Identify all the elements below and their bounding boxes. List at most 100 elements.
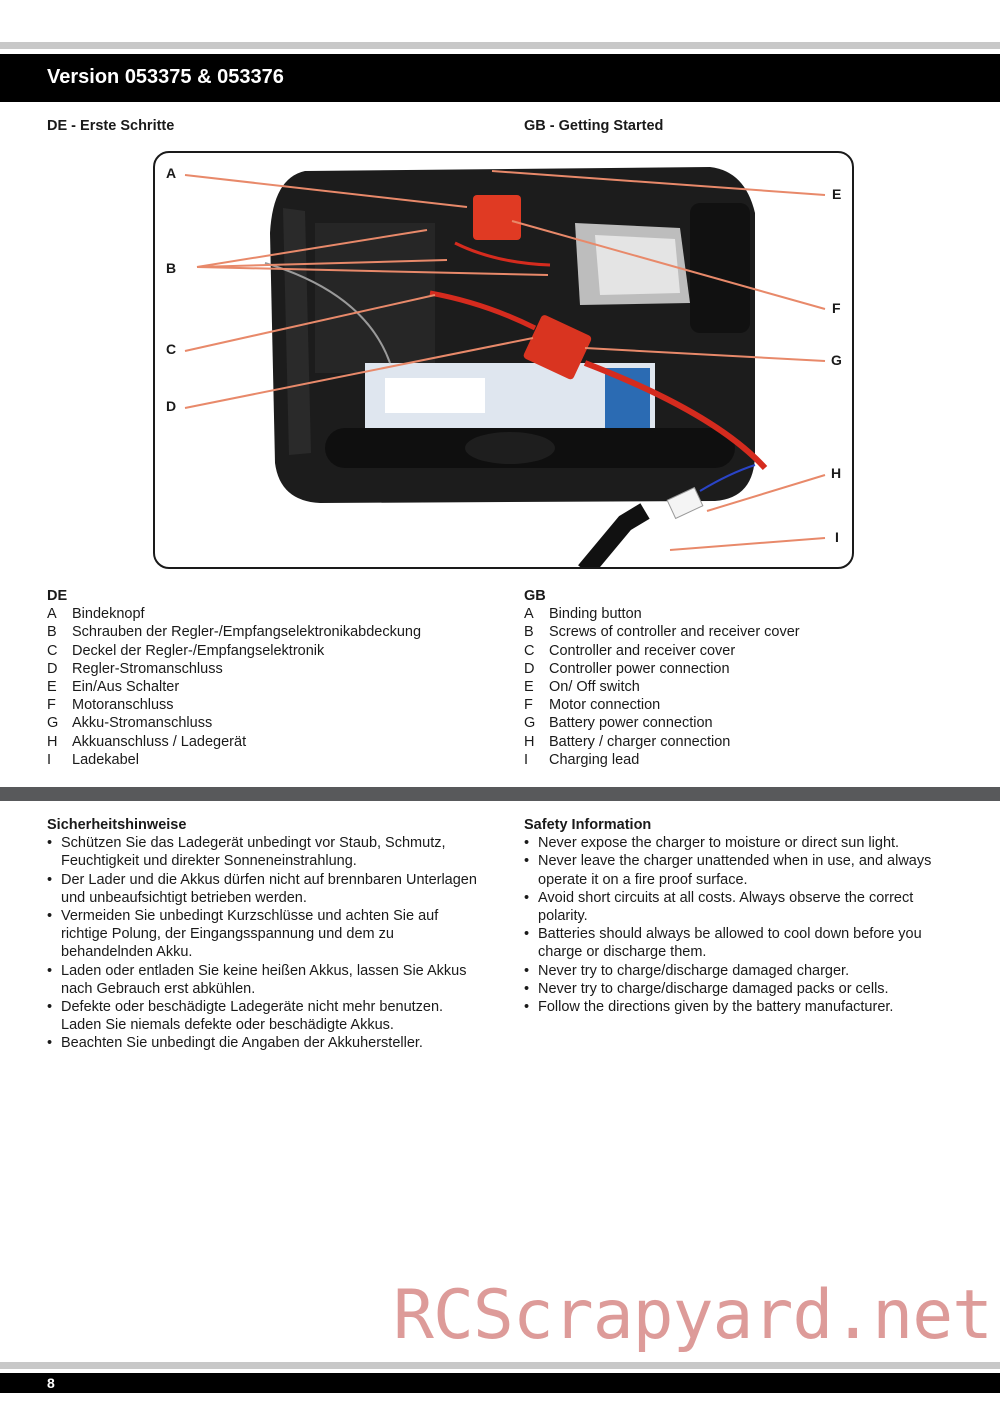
leader-line-e [491,170,826,196]
legend-text: Controller power connection [549,660,730,677]
legend-gb-row: D Controller power connection [524,660,800,678]
bottom-rule [0,1362,1000,1369]
charging-lead-shape [578,503,650,567]
leader-line-f [511,220,826,310]
legend-letter: E [47,679,57,696]
safety-item: Avoid short circuits at all costs. Alway… [524,889,964,925]
safety-item: Never expose the charger to moisture or … [524,834,964,852]
legend-de-row: D Regler-Stromanschluss [47,660,421,678]
legend-letter: G [524,715,536,732]
callout-b: B [166,260,177,276]
legend-letter: G [47,715,59,732]
safety-item: Beachten Sie unbedingt die Angaben der A… [47,1034,477,1052]
legend-text: Regler-Stromanschluss [72,660,223,677]
legend-de-row: C Deckel der Regler-/Empfangselektronik [47,642,421,660]
legend-gb-title: GB [524,588,546,604]
balance-plug-shape [666,486,704,520]
strap-buckle-shape [465,432,555,464]
safety-de-list: Schützen Sie das Ladegerät unbedingt vor… [47,834,477,1053]
legend-text: Battery / charger connection [549,733,731,750]
product-photo-figure [153,151,854,569]
legend-letter: F [47,697,56,714]
leader-line-i [669,537,826,551]
legend-letter: E [524,679,534,696]
legend-gb-row: B Screws of controller and receiver cover [524,623,800,641]
legend-text: Battery power connection [549,715,713,732]
leader-line-b1 [196,229,428,268]
legend-text: Deckel der Regler-/Empfangselektronik [72,642,325,659]
legend-de-row: F Motoranschluss [47,696,421,714]
legend-letter: F [524,697,533,714]
legend-text: Bindeknopf [72,606,145,623]
receiver-cover-shape [315,223,435,373]
safety-item: Schützen Sie das Ladegerät unbedingt vor… [47,834,477,870]
balance-wire-shape [699,464,756,492]
header-bar [0,54,1000,102]
safety-item: Der Lader und die Akkus dürfen nicht auf… [47,871,477,907]
red-wire-shape [429,290,537,331]
legend-text: Screws of controller and receiver cover [549,624,800,641]
leader-line-a [184,174,468,208]
leader-line-d [184,337,534,409]
safety-item: Defekte oder beschädigte Ladegeräte nich… [47,998,477,1034]
safety-item: Laden oder entladen Sie keine heißen Akk… [47,962,477,998]
callout-d: D [166,398,177,414]
safety-item: Follow the directions given by the batte… [524,998,964,1016]
callout-e: E [832,186,842,202]
legend-letter: A [47,606,57,623]
power-switch-shape [473,195,521,240]
page-title: Version 053375 & 053376 [47,66,284,88]
callout-c: C [166,341,177,357]
legend-letter: C [47,642,58,659]
safety-de-title: Sicherheitshinweise [47,817,187,833]
leader-line-c [184,294,436,352]
leader-lines [184,170,826,551]
leader-line-g [584,347,826,362]
safety-item: Vermeiden Sie unbedingt Kurzschlüsse und… [47,907,477,962]
legend-de-title: DE [47,588,68,604]
de-section-heading: DE - Erste Schritte [47,118,175,134]
page-number: 8 [47,1375,55,1391]
top-rule [0,42,1000,49]
safety-de: Sicherheitshinweise Schützen Sie das Lad… [47,816,477,1053]
motor-mount-shape [690,203,750,333]
legend-de-row: E Ein/Aus Schalter [47,678,421,696]
legend-text: Akku-Stromanschluss [72,715,213,732]
legend-letter: D [47,660,58,677]
legend-text: Motoranschluss [72,697,174,714]
legend-gb-row: H Battery / charger connection [524,733,800,751]
safety-gb: Safety Information Never expose the char… [524,816,964,1016]
battery-connector-shape [523,315,592,380]
leader-line-b2 [196,259,448,268]
legend-text: Binding button [549,606,642,623]
legend-letter: B [524,624,534,641]
battery-wire-shape [583,360,768,471]
gb-section-heading: GB - Getting Started [524,118,664,134]
legend-gb-row: G Battery power connection [524,714,800,732]
watermark-logo: RCScrapyard.net [393,1276,993,1355]
legend-de-row: A Bindeknopf [47,605,421,623]
legend-letter: D [524,660,535,677]
electronics-bay-photo [184,167,826,567]
callout-h: H [831,465,842,481]
battery-label-shape [385,378,485,413]
safety-item: Never try to charge/discharge damaged ch… [524,962,964,980]
legend-letter: H [524,733,535,750]
callout-f: F [832,300,841,316]
callout-a: A [166,165,177,181]
leader-line-b3 [196,266,549,276]
legend-text: Ladekabel [72,751,139,768]
safety-gb-title: Safety Information [524,817,652,833]
legend-text: Ein/Aus Schalter [72,679,180,696]
legend-text: Controller and receiver cover [549,642,736,659]
safety-item: Never try to charge/discharge damaged pa… [524,980,964,998]
legend-text: Charging lead [549,751,640,768]
safety-item: Never leave the charger unattended when … [524,852,964,888]
legend-letter: C [524,642,535,659]
legend-letter: B [47,624,57,641]
